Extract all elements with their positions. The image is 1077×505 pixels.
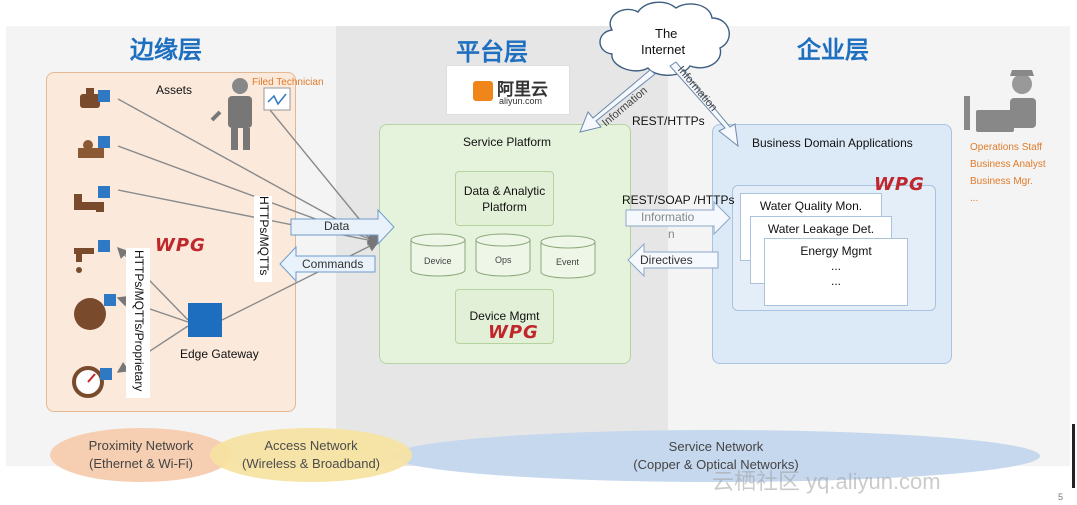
app-ellipsis-1: ...	[830, 259, 841, 273]
device-mgmt-box: Device Mgmt	[455, 289, 554, 344]
app-water-quality-label: Water Quality Mon.	[759, 199, 863, 213]
line-gateway	[221, 241, 380, 321]
bda-label: Business Domain Applications	[752, 136, 913, 150]
aliyun-logo: 阿里云 aliyun.com	[446, 65, 570, 115]
proximity-network-title: Proximity Network	[88, 438, 194, 453]
proximity-network: Proximity Network (Ethernet & Wi-Fi)	[50, 428, 232, 482]
data-analytic-box: Data & Analytic Platform	[455, 171, 554, 226]
internet-line-2: Internet	[641, 42, 686, 57]
enterprise-wpg-logo: WPG	[874, 174, 925, 195]
staff-analyst: Business Analyst	[970, 159, 1046, 170]
right-edge-bar	[1072, 424, 1075, 488]
information-wrapped-2: n	[668, 227, 675, 241]
aliyun-en-text: aliyun.com	[499, 96, 543, 106]
access-network-sub: (Wireless & Broadband)	[242, 456, 380, 471]
cylinder-device-label: Device	[424, 256, 452, 266]
staff-operations: Operations Staff	[970, 142, 1043, 153]
commands-arrow	[279, 245, 376, 283]
aliyun-cn-text: 阿里云	[497, 80, 548, 100]
vertical-label-box-2	[126, 248, 150, 398]
page-number: 5	[1058, 492, 1064, 502]
aliyun-logo-icon	[473, 81, 493, 101]
access-network-title: Access Network	[264, 438, 358, 453]
data-analytic-label: Data & Analytic Platform	[463, 184, 546, 214]
watermark: 云栖社区 yq.aliyun.com	[712, 469, 941, 494]
edge-gateway-icon	[188, 303, 222, 337]
tank-icon	[74, 294, 116, 330]
edge-wpg-logo: WPG	[155, 235, 206, 256]
db-cylinders	[410, 233, 596, 279]
app-water-leakage-label: Water Leakage Det.	[767, 222, 875, 236]
cylinder-ops	[475, 233, 531, 277]
platform-layer-title: 平台层	[456, 38, 528, 66]
rest-soap-label: REST/SOAP /HTTPs	[622, 193, 735, 207]
data-arrow	[290, 208, 395, 246]
internet-cloud	[599, 1, 730, 76]
operations-staff-icon	[964, 70, 1036, 132]
service-network-title: Service Network	[668, 439, 764, 454]
cylinder-device	[410, 233, 466, 277]
edge-layer-title: 边缘层	[130, 36, 202, 64]
proximity-network-sub: (Ethernet & Wi-Fi)	[88, 456, 193, 471]
vertical-label-proprietary: HTTPs/MQTTs/Proprietary	[132, 250, 146, 392]
valve-icon	[80, 88, 110, 108]
service-network-sub: (Copper & Optical Networks)	[633, 457, 799, 472]
access-network: Access Network (Wireless & Broadband)	[210, 428, 412, 482]
staff-manager: Business Mgr.	[970, 176, 1033, 187]
platform-wpg-logo: WPG	[488, 322, 539, 343]
enterprise-layer-title: 企业层	[797, 36, 869, 64]
staff-ellipsis: ...	[970, 193, 979, 204]
rest-https-label: REST/HTTPs	[632, 114, 705, 128]
information-arrow-right	[669, 61, 739, 148]
information-wrapped-1: Informatio	[641, 210, 695, 224]
pipe-icon	[74, 186, 110, 212]
pump-icon	[78, 136, 110, 158]
internet-line-1: The	[655, 26, 678, 41]
app-energy-label: Energy Mgmt	[800, 244, 872, 258]
cylinder-event-label: Event	[556, 257, 580, 267]
edge-gateway-label: Edge Gateway	[180, 347, 259, 361]
technician-icon	[210, 78, 291, 150]
cylinder-event	[540, 235, 596, 279]
directives-arrow	[627, 242, 719, 278]
vertical-label-box-1	[254, 196, 272, 282]
assets-label: Assets	[156, 83, 193, 97]
faucet-icon	[74, 240, 110, 273]
service-network: Service Network (Copper & Optical Networ…	[392, 430, 1040, 482]
information-arrow-left	[579, 69, 656, 133]
commands-arrow-label: Commands	[302, 257, 364, 271]
service-platform-label: Service Platform	[463, 135, 552, 149]
line-asset-1	[117, 98, 380, 243]
app-ellipsis-2: ...	[830, 274, 841, 288]
rest-soap-arrow	[625, 200, 731, 236]
vertical-label-https-mqtts: HTTPs/MQTTs	[257, 196, 271, 276]
device-mgmt-label: Device Mgmt	[469, 309, 540, 323]
technician-label: Filed Technician	[252, 77, 324, 88]
directives-label: Directives	[640, 253, 693, 267]
data-arrow-label: Data	[324, 219, 350, 233]
gauge-icon	[72, 366, 112, 398]
cylinder-ops-label: Ops	[495, 255, 512, 265]
app-card-energy: Energy Mgmt ... ...	[764, 238, 908, 306]
asset-icons	[72, 88, 116, 398]
